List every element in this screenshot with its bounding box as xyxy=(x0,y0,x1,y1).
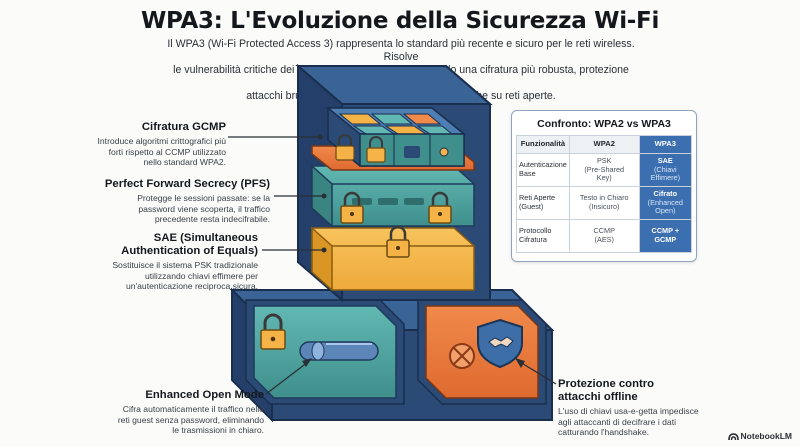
cell-wpa3: Cifrato (Enhanced Open) xyxy=(638,186,693,220)
header-wpa2: WPA2 xyxy=(568,135,640,154)
callout-desc-line: precedente resta indecifrabile. xyxy=(154,214,270,225)
callout-pfs: Perfect Forward Secrecy (PFS) Protegge l… xyxy=(74,178,270,225)
brand-watermark: NotebookLM xyxy=(727,430,792,441)
callout-desc-line: Protegge le sessioni passate: se la xyxy=(137,193,270,203)
cell-wpa2: CCMP (AES) xyxy=(568,219,640,253)
cipher-cube xyxy=(325,107,467,167)
cell-line: Key) xyxy=(596,173,612,183)
notebooklm-logo-icon xyxy=(727,433,739,441)
lock-icon xyxy=(386,225,410,258)
callout-desc-line: catturando l'handshake. xyxy=(558,427,649,438)
callout-desc-line: le trasmissioni in chiaro. xyxy=(172,425,264,436)
cell-line: PSK xyxy=(596,156,612,166)
callout-pointers xyxy=(228,134,557,395)
callout-title-line: Protezione contro xyxy=(558,378,655,390)
callout-desc: Sostituisce il sistema PSK tradizionale … xyxy=(60,260,258,292)
cell-line: (Enhanced xyxy=(647,197,683,207)
cell-line: Base xyxy=(519,169,536,178)
callout-desc-line: Cifra automaticamente il traffico nelle xyxy=(122,404,264,414)
cell-line: Testo in Chiaro xyxy=(579,193,629,203)
table-header-row: Funzionalità WPA2 WPA3 xyxy=(516,135,693,154)
callout-title-line: SAE (Simultaneous xyxy=(153,232,258,244)
cell-line: GCMP xyxy=(654,235,677,244)
cell-line: (Pre-Shared xyxy=(584,164,625,174)
cell-line: Cifratura xyxy=(519,235,547,244)
cell-line: SAE xyxy=(657,156,673,166)
callout-title-line: Authentication of Equals) xyxy=(121,245,258,257)
cell-line: CCMP + xyxy=(651,226,680,236)
cell-wpa2: PSK (Pre-Shared Key) xyxy=(568,153,640,187)
cell-line: Cifrato xyxy=(653,189,678,199)
page-title: WPA3: L'Evoluzione della Sicurezza Wi-Fi xyxy=(140,8,660,34)
cell-line: Open) xyxy=(655,206,676,216)
cell-line: (Guest) xyxy=(519,202,544,211)
callout-desc: Cifra automaticamente il traffico nelle … xyxy=(92,404,264,436)
callout-desc-line: un'autenticazione reciproca sicura. xyxy=(125,281,258,292)
cell-line: (AES) xyxy=(594,235,614,244)
callout-title: Protezione contro attacchi offline xyxy=(558,378,738,404)
callout-desc-line: nello standard WPA2. xyxy=(143,157,226,168)
table-row: Autenticazione Base PSK (Pre-Shared Key)… xyxy=(516,153,693,187)
cell-line: Effimere) xyxy=(650,173,681,183)
cell-line: Protocollo xyxy=(519,226,552,236)
cell-feature: Protocollo Cifratura xyxy=(516,219,570,253)
cell-wpa2: Testo in Chiaro (Insicuro) xyxy=(568,186,640,220)
cell-line: (Chiavi xyxy=(653,164,677,174)
comparison-title: Confronto: WPA2 vs WPA3 xyxy=(537,118,671,130)
intro-line: Il WPA3 (Wi-Fi Protected Access 3) rappr… xyxy=(167,38,635,63)
cell-wpa3: SAE (Chiavi Effimere) xyxy=(638,153,693,187)
cell-line: Reti Aperte xyxy=(519,193,556,203)
callout-desc-line: reti guest senza password, eliminando xyxy=(117,414,264,425)
comparison-card: Confronto: WPA2 vs WPA3 Funzionalità WPA… xyxy=(511,110,697,262)
cell-line: Autenticazione xyxy=(519,160,567,170)
callout-sae: SAE (Simultaneous Authentication of Equa… xyxy=(60,232,258,292)
callout-title: Perfect Forward Secrecy (PFS) xyxy=(104,178,270,190)
callout-desc-line: forti rispetto al CCMP utilizzato xyxy=(108,146,226,157)
callout-title: Cifratura GCMP xyxy=(141,121,226,133)
header-wpa3: WPA3 xyxy=(638,135,693,154)
callout-desc-line: password viene scoperta, il traffico xyxy=(138,203,270,214)
callout-title-line: attacchi offline xyxy=(558,391,638,403)
callout-title: Enhanced Open Mode xyxy=(145,389,264,401)
cell-feature: Reti Aperte (Guest) xyxy=(516,186,570,220)
callout-gcmp: Cifratura GCMP Introduce algoritmi critt… xyxy=(60,121,226,168)
shield-handshake-icon xyxy=(477,318,523,369)
table-row: Reti Aperte (Guest) Testo in Chiaro (Ins… xyxy=(516,186,693,220)
no-entry-icon xyxy=(449,343,475,369)
callout-title: SAE (Simultaneous Authentication of Equa… xyxy=(60,232,258,258)
lock-icon xyxy=(335,134,355,161)
callout-desc: Protegge le sessioni passate: se la pass… xyxy=(74,193,270,225)
callout-desc-line: Introduce algoritmi crittografici più xyxy=(97,136,226,146)
callout-desc-line: Sostituisce il sistema PSK tradizionale xyxy=(112,260,258,270)
lock-icon xyxy=(366,136,386,163)
lock-icon xyxy=(428,191,452,224)
header-feature: Funzionalità xyxy=(516,135,570,154)
callout-desc-line: L'uso di chiavi usa-e-getta impedisce xyxy=(558,406,699,416)
cell-wpa3: CCMP + GCMP xyxy=(638,219,693,253)
callout-desc: L'uso di chiavi usa-e-getta impedisce ag… xyxy=(558,406,738,438)
callout-desc-line: utilizzando chiavi effimere per xyxy=(144,270,258,281)
callout-enhanced-open: Enhanced Open Mode Cifra automaticamente… xyxy=(92,389,264,436)
callout-desc-line: agli attaccanti di decifrare i dati xyxy=(558,416,676,427)
lock-icon xyxy=(340,191,364,224)
sae-layer xyxy=(311,226,475,292)
callout-desc: Introduce algoritmi crittografici più fo… xyxy=(60,136,226,168)
comparison-table: Funzionalità WPA2 WPA3 Autenticazione Ba… xyxy=(516,135,693,253)
table-row: Protocollo Cifratura CCMP (AES) CCMP + G… xyxy=(516,219,693,253)
cell-feature: Autenticazione Base xyxy=(516,153,570,187)
cell-line: CCMP xyxy=(593,226,616,236)
callout-offline-protection: Protezione contro attacchi offline L'uso… xyxy=(558,378,738,438)
lock-icon xyxy=(260,313,286,350)
enhanced-open-compartment xyxy=(245,299,405,405)
cell-line: (Insicuro) xyxy=(589,202,620,211)
brand-name: NotebookLM xyxy=(740,430,792,441)
